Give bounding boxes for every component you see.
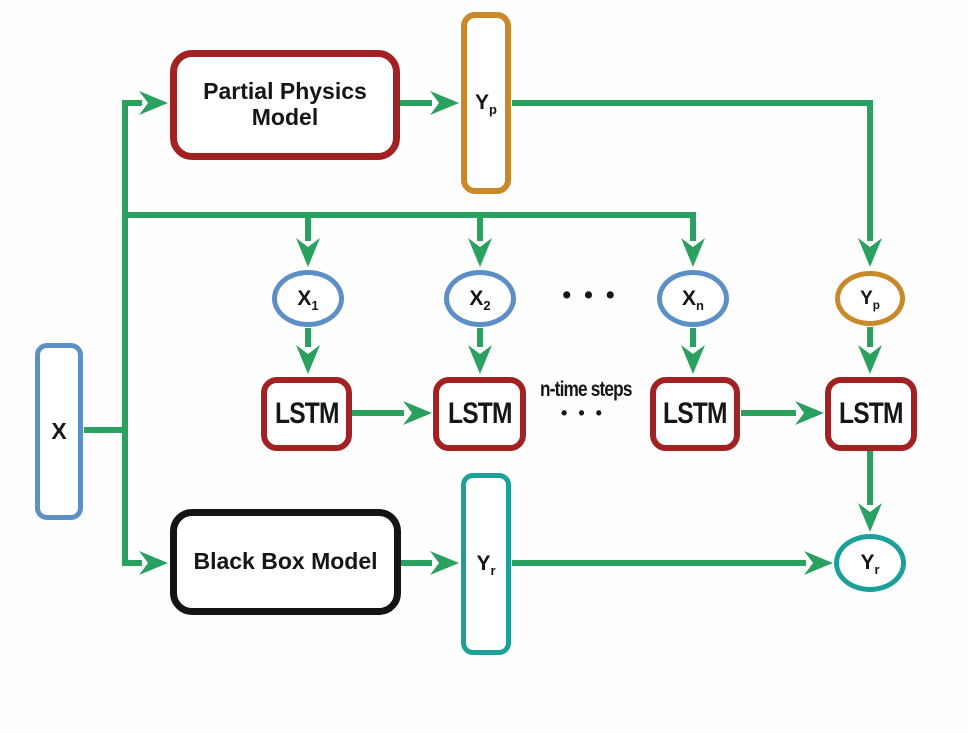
arrowhead-into-yp-box xyxy=(430,91,459,115)
arrowhead-into-lstm2 xyxy=(468,345,492,374)
arrowhead-lstm2 xyxy=(403,401,432,425)
inputs-ellipsis: • • • xyxy=(562,281,618,309)
arrowhead-into-black-box xyxy=(139,551,168,575)
yp-circle: Yp xyxy=(835,271,905,326)
xn-circle: Xn xyxy=(657,270,729,327)
lstm-cell-2-label: LSTM xyxy=(447,397,512,431)
lstm-cell-3: LSTM xyxy=(650,377,740,451)
arrowhead-into-partial-physics xyxy=(139,91,168,115)
yr-output-label: Yr xyxy=(476,552,496,579)
arrowhead-into-xn xyxy=(681,238,705,267)
partial-physics-model-label: Partial Physics Model xyxy=(203,78,367,130)
lstm-ellipsis: • • • xyxy=(561,403,605,423)
x-input-label: X xyxy=(51,417,67,444)
arrowhead-into-yr-box xyxy=(430,551,459,575)
x2-circle: X2 xyxy=(444,270,516,327)
partial-physics-model-box: Partial Physics Model xyxy=(170,50,400,160)
x-input-box: X xyxy=(35,343,83,520)
x1-circle: X1 xyxy=(272,270,344,327)
lstm-cell-4: LSTM xyxy=(825,377,917,451)
yp-circle-label: Yp xyxy=(860,287,880,312)
x2-label: X2 xyxy=(469,286,491,313)
lstm-cell-4-label: LSTM xyxy=(839,397,903,431)
xn-label: Xn xyxy=(682,286,704,313)
arrowhead-into-lstm1 xyxy=(296,345,320,374)
wire-yp-box-to-yp-circle xyxy=(512,100,873,241)
lstm-cell-1-label: LSTM xyxy=(274,397,339,431)
arrowhead-into-yr-circle-top xyxy=(858,503,882,532)
yr-output-box: Yr xyxy=(461,473,511,655)
arrowhead-into-x1 xyxy=(296,238,320,267)
yp-output-box: Yp xyxy=(461,12,511,194)
black-box-model-label: Black Box Model xyxy=(193,548,378,575)
yp-output-label: Yp xyxy=(475,91,497,118)
arrowhead-into-yr-circle-left xyxy=(804,551,833,575)
black-box-model-box: Black Box Model xyxy=(170,509,401,615)
lstm-cell-1: LSTM xyxy=(261,377,352,451)
lstm-cell-2: LSTM xyxy=(433,377,526,451)
arrowhead-into-yp-circle xyxy=(858,238,882,267)
x1-label: X1 xyxy=(297,286,319,313)
wire-input-distribution xyxy=(125,212,696,241)
lstm-cell-3-label: LSTM xyxy=(663,397,727,431)
n-time-steps-annotation: n-time steps xyxy=(540,378,632,401)
arrowhead-into-lstm3 xyxy=(681,345,705,374)
arrowhead-into-lstm4 xyxy=(858,345,882,374)
arrowhead-into-x2 xyxy=(468,238,492,267)
yr-circle-label: Yr xyxy=(860,551,880,578)
arrowhead-lstm4 xyxy=(795,401,824,425)
yr-circle: Yr xyxy=(834,534,906,592)
